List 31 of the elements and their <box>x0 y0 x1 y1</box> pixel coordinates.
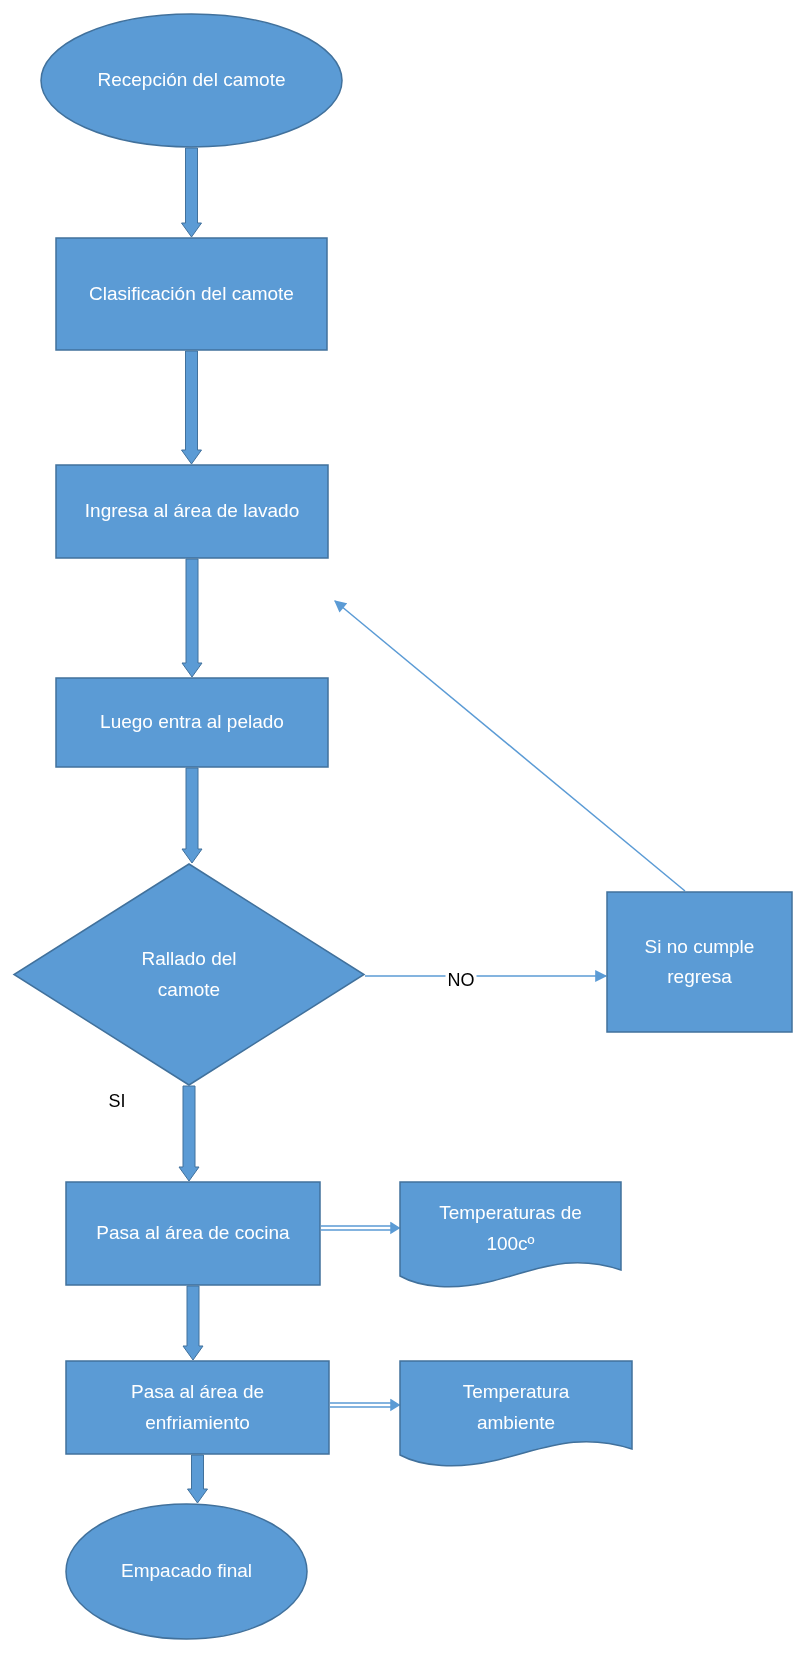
node-text: Temperatura ambiente <box>461 1380 571 1435</box>
block-arrow <box>178 1085 200 1182</box>
process-box <box>55 464 329 559</box>
decision-diamond <box>13 863 365 1086</box>
node-text: Ingresa al área de lavado <box>84 499 300 524</box>
process-box <box>65 1181 321 1286</box>
block-arrow <box>181 767 203 864</box>
process-box <box>606 891 793 1033</box>
node-text: Empacado final <box>121 1559 252 1584</box>
double-line-arrow <box>320 1222 401 1234</box>
double-line-arrow <box>329 1399 401 1411</box>
arrow <box>364 970 608 982</box>
terminal-ellipse <box>65 1503 308 1640</box>
node-text: Recepción del camote <box>97 68 286 93</box>
block-arrow <box>182 1285 204 1361</box>
block-arrow <box>187 1454 208 1504</box>
arrow <box>334 600 686 892</box>
node-text: Si no cumple regresa <box>643 934 756 989</box>
block-arrow <box>181 147 202 238</box>
node-text: Temperaturas de 100cº <box>438 1201 583 1256</box>
terminal-ellipse <box>40 13 343 148</box>
node-text: Pasa al área de enfriamiento <box>129 1380 266 1435</box>
process-box <box>55 237 328 351</box>
block-arrow <box>181 558 203 678</box>
process-box <box>65 1360 330 1455</box>
block-arrow <box>181 350 202 465</box>
node-text: Pasa al área de cocina <box>96 1221 290 1246</box>
node-text: Luego entra al pelado <box>100 710 284 735</box>
node-text: Rallado del camote <box>140 947 238 1002</box>
node-text: Clasificación del camote <box>89 281 294 306</box>
process-box <box>55 677 329 768</box>
